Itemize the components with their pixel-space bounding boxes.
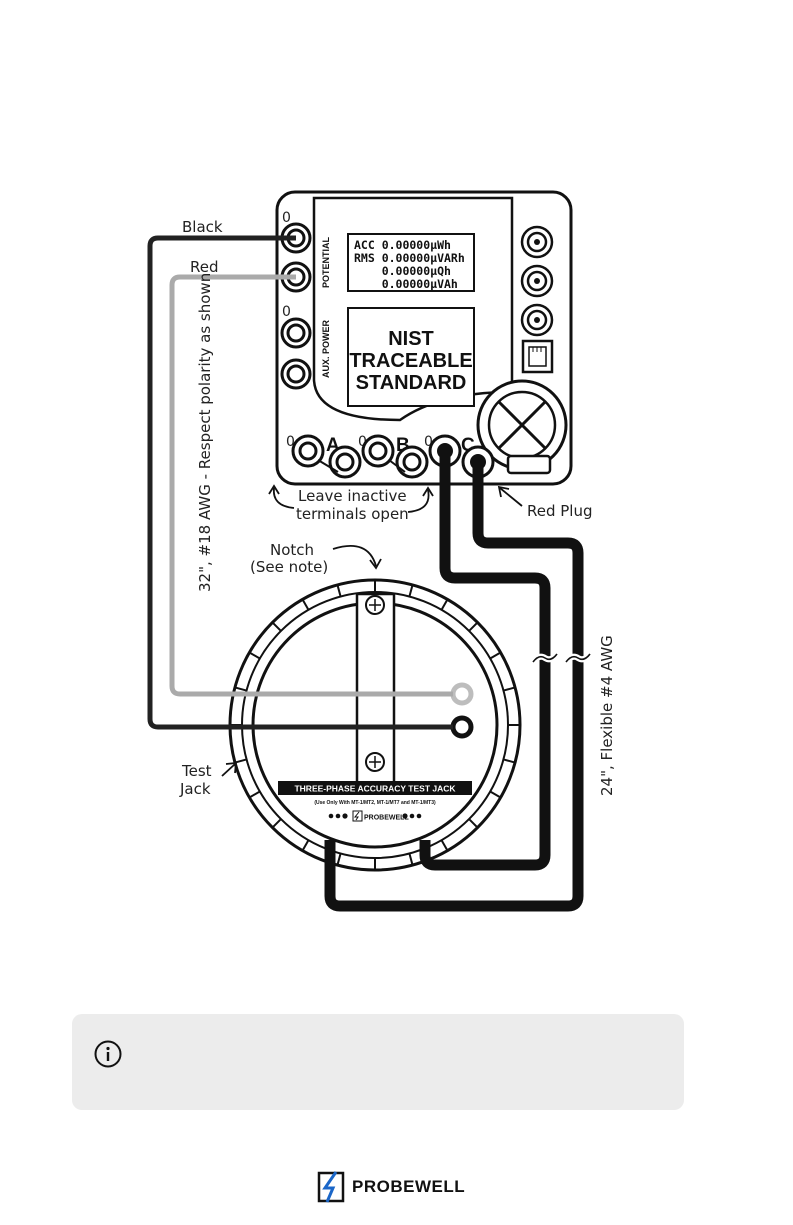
jack-rim-notch xyxy=(408,853,414,866)
display-line-4: 0.00000µVAh xyxy=(354,277,458,291)
bnc-connector-1[interactable] xyxy=(520,225,554,259)
black-label: Black xyxy=(182,218,223,236)
phase-a-terminal-2[interactable] xyxy=(328,445,362,479)
aux-power-label: AUX. POWER xyxy=(321,319,331,378)
jack-rim-notch xyxy=(503,686,516,692)
wire-4-awg-label: 24", Flexible #4 AWG xyxy=(598,635,616,796)
bnc-connector-2[interactable] xyxy=(520,264,554,298)
display-line-1: ACC 0.00000µWh xyxy=(354,238,451,252)
aux-power-terminal-2[interactable] xyxy=(280,358,312,390)
note-box xyxy=(72,1014,684,1110)
fan-grille-icon xyxy=(476,379,568,475)
nist-line-1: NIST xyxy=(388,328,434,350)
jack-rim-notches xyxy=(230,580,520,870)
zero-label-potential: 0 xyxy=(282,210,291,226)
jack-rim-notch xyxy=(468,818,479,829)
leave-inactive-label-1: Leave inactive xyxy=(298,487,407,505)
jack-title: THREE-PHASE ACCURACY TEST JACK xyxy=(294,784,456,794)
nist-label-box xyxy=(347,307,475,407)
footer-brand: PROBEWELL xyxy=(352,1177,466,1196)
phase-b-terminal-1[interactable] xyxy=(361,434,395,468)
leave-inactive-label-2: terminals open xyxy=(296,505,409,523)
notch-arrow-icon xyxy=(332,545,377,567)
jack-rim-notch xyxy=(248,651,261,660)
phase-b-terminal-2[interactable] xyxy=(395,445,429,479)
info-icon xyxy=(94,1040,122,1068)
jack-rim-notch xyxy=(336,584,342,597)
jack-brand-logo-icon xyxy=(352,810,363,822)
jack-rim-notch xyxy=(271,621,282,632)
probewell-logo-icon xyxy=(317,1171,345,1203)
zero-label-c: 0 xyxy=(424,434,433,450)
jack-rim-notch xyxy=(271,818,282,829)
jack-rim-notch xyxy=(468,621,479,632)
zero-label-b: 0 xyxy=(358,434,367,450)
aux-power-terminal-1[interactable] xyxy=(280,317,312,349)
potential-label: POTENTIAL xyxy=(321,236,331,288)
test-jack-label-1: Test xyxy=(181,762,212,780)
red-lead-wire xyxy=(169,274,453,697)
jack-brand: PROBEWELL xyxy=(364,815,409,822)
rj-port-icon[interactable] xyxy=(521,339,554,374)
jack-rim-notch xyxy=(489,651,502,660)
bnc-connector-3[interactable] xyxy=(520,303,554,337)
red-plug-label: Red Plug xyxy=(527,502,593,520)
arrow-left-icon xyxy=(272,487,295,509)
phase-c-cable-2 xyxy=(324,462,584,912)
phase-c-cable-1 xyxy=(419,451,551,871)
jack-subtitle: (Use Only With MT-1/MT2, MT-1/MT7 and MT… xyxy=(314,800,436,806)
jack-rim-notch xyxy=(234,686,247,692)
display-line-2: RMS 0.00000µVARh xyxy=(354,251,465,265)
jack-rim-notch xyxy=(489,790,502,799)
jack-rim-notch xyxy=(301,839,310,852)
jack-socket-black[interactable] xyxy=(450,715,474,739)
nist-line-2: TRACEABLE xyxy=(349,350,472,372)
jack-socket-red[interactable] xyxy=(450,682,474,706)
notch-label-2: (See note) xyxy=(250,558,328,576)
jack-banner xyxy=(278,781,472,795)
test-jack-label-2: Jack xyxy=(179,780,211,798)
jack-dots-left xyxy=(328,813,348,819)
jack-screw-top xyxy=(365,595,385,615)
jack-rim-notch xyxy=(408,584,414,597)
notch-label-1: Notch xyxy=(270,541,314,559)
black-lead-wire xyxy=(147,235,453,730)
footer-logo: PROBEWELL xyxy=(316,1170,465,1204)
zero-label-a: 0 xyxy=(286,434,295,450)
red-label: Red xyxy=(190,258,219,276)
jack-rim-notch xyxy=(248,790,261,799)
jack-rim-notch xyxy=(301,598,310,611)
zero-label-aux: 0 xyxy=(282,304,291,320)
display-line-3: 0.00000µQh xyxy=(354,264,451,278)
jack-dots-right xyxy=(402,813,422,819)
cable-break-marks xyxy=(530,652,593,664)
arrow-right-icon xyxy=(407,489,430,513)
test-jack-arrow-icon xyxy=(221,763,236,777)
jack-rim-notch xyxy=(503,758,516,764)
lcd-display xyxy=(347,233,475,292)
red-plug-arrow-icon xyxy=(499,487,523,507)
jack-rim-notch xyxy=(440,598,449,611)
jack-rim-notch xyxy=(440,839,449,852)
phase-a-terminal-1[interactable] xyxy=(291,434,325,468)
jack-rim-notch xyxy=(336,853,342,866)
nist-line-3: STANDARD xyxy=(356,372,467,394)
jack-screw-bottom xyxy=(365,752,385,772)
wire-18-awg-label: 32", #18 AWG - Respect polarity as shown xyxy=(196,273,214,592)
